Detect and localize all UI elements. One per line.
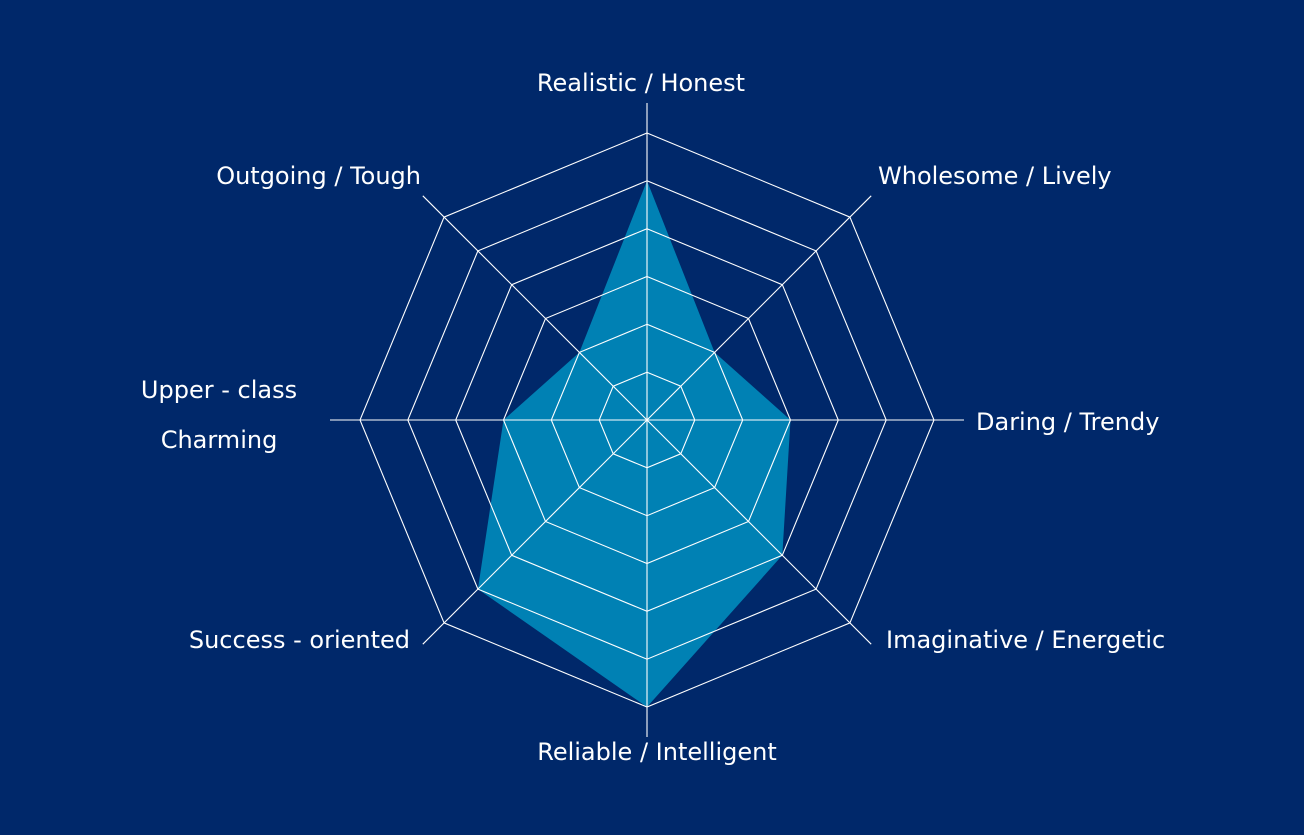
axis-label-line: Outgoing / Tough: [216, 162, 421, 190]
axis-label-1: Wholesome / Lively: [878, 162, 1112, 190]
axis-label-5: Success - oriented: [189, 626, 410, 654]
axis-label-4: Reliable / Intelligent: [537, 738, 777, 766]
spoke-3: [646, 419, 872, 645]
series-area: [477, 180, 791, 708]
axis-label-3: Imaginative / Energetic: [886, 626, 1165, 654]
axis-label-line: Realistic / Honest: [537, 69, 745, 97]
spoke-5: [422, 419, 648, 645]
axis-label-7: Outgoing / Tough: [216, 162, 421, 190]
axis-label-0: Realistic / Honest: [537, 69, 745, 97]
axis-label-line: Wholesome / Lively: [878, 162, 1112, 190]
spoke-1: [646, 195, 872, 421]
axis-label-2: Daring / Trendy: [976, 408, 1159, 436]
axis-label-line: Charming: [161, 426, 278, 454]
spoke-7: [422, 195, 648, 421]
axis-label-line: Success - oriented: [189, 626, 410, 654]
axis-label-line: Reliable / Intelligent: [537, 738, 777, 766]
grid-layer: [330, 103, 964, 737]
axis-label-line: Upper - class: [141, 376, 297, 404]
axis-label-line: Daring / Trendy: [976, 408, 1159, 436]
series-layer: [477, 180, 791, 708]
axis-label-line: Imaginative / Energetic: [886, 626, 1165, 654]
